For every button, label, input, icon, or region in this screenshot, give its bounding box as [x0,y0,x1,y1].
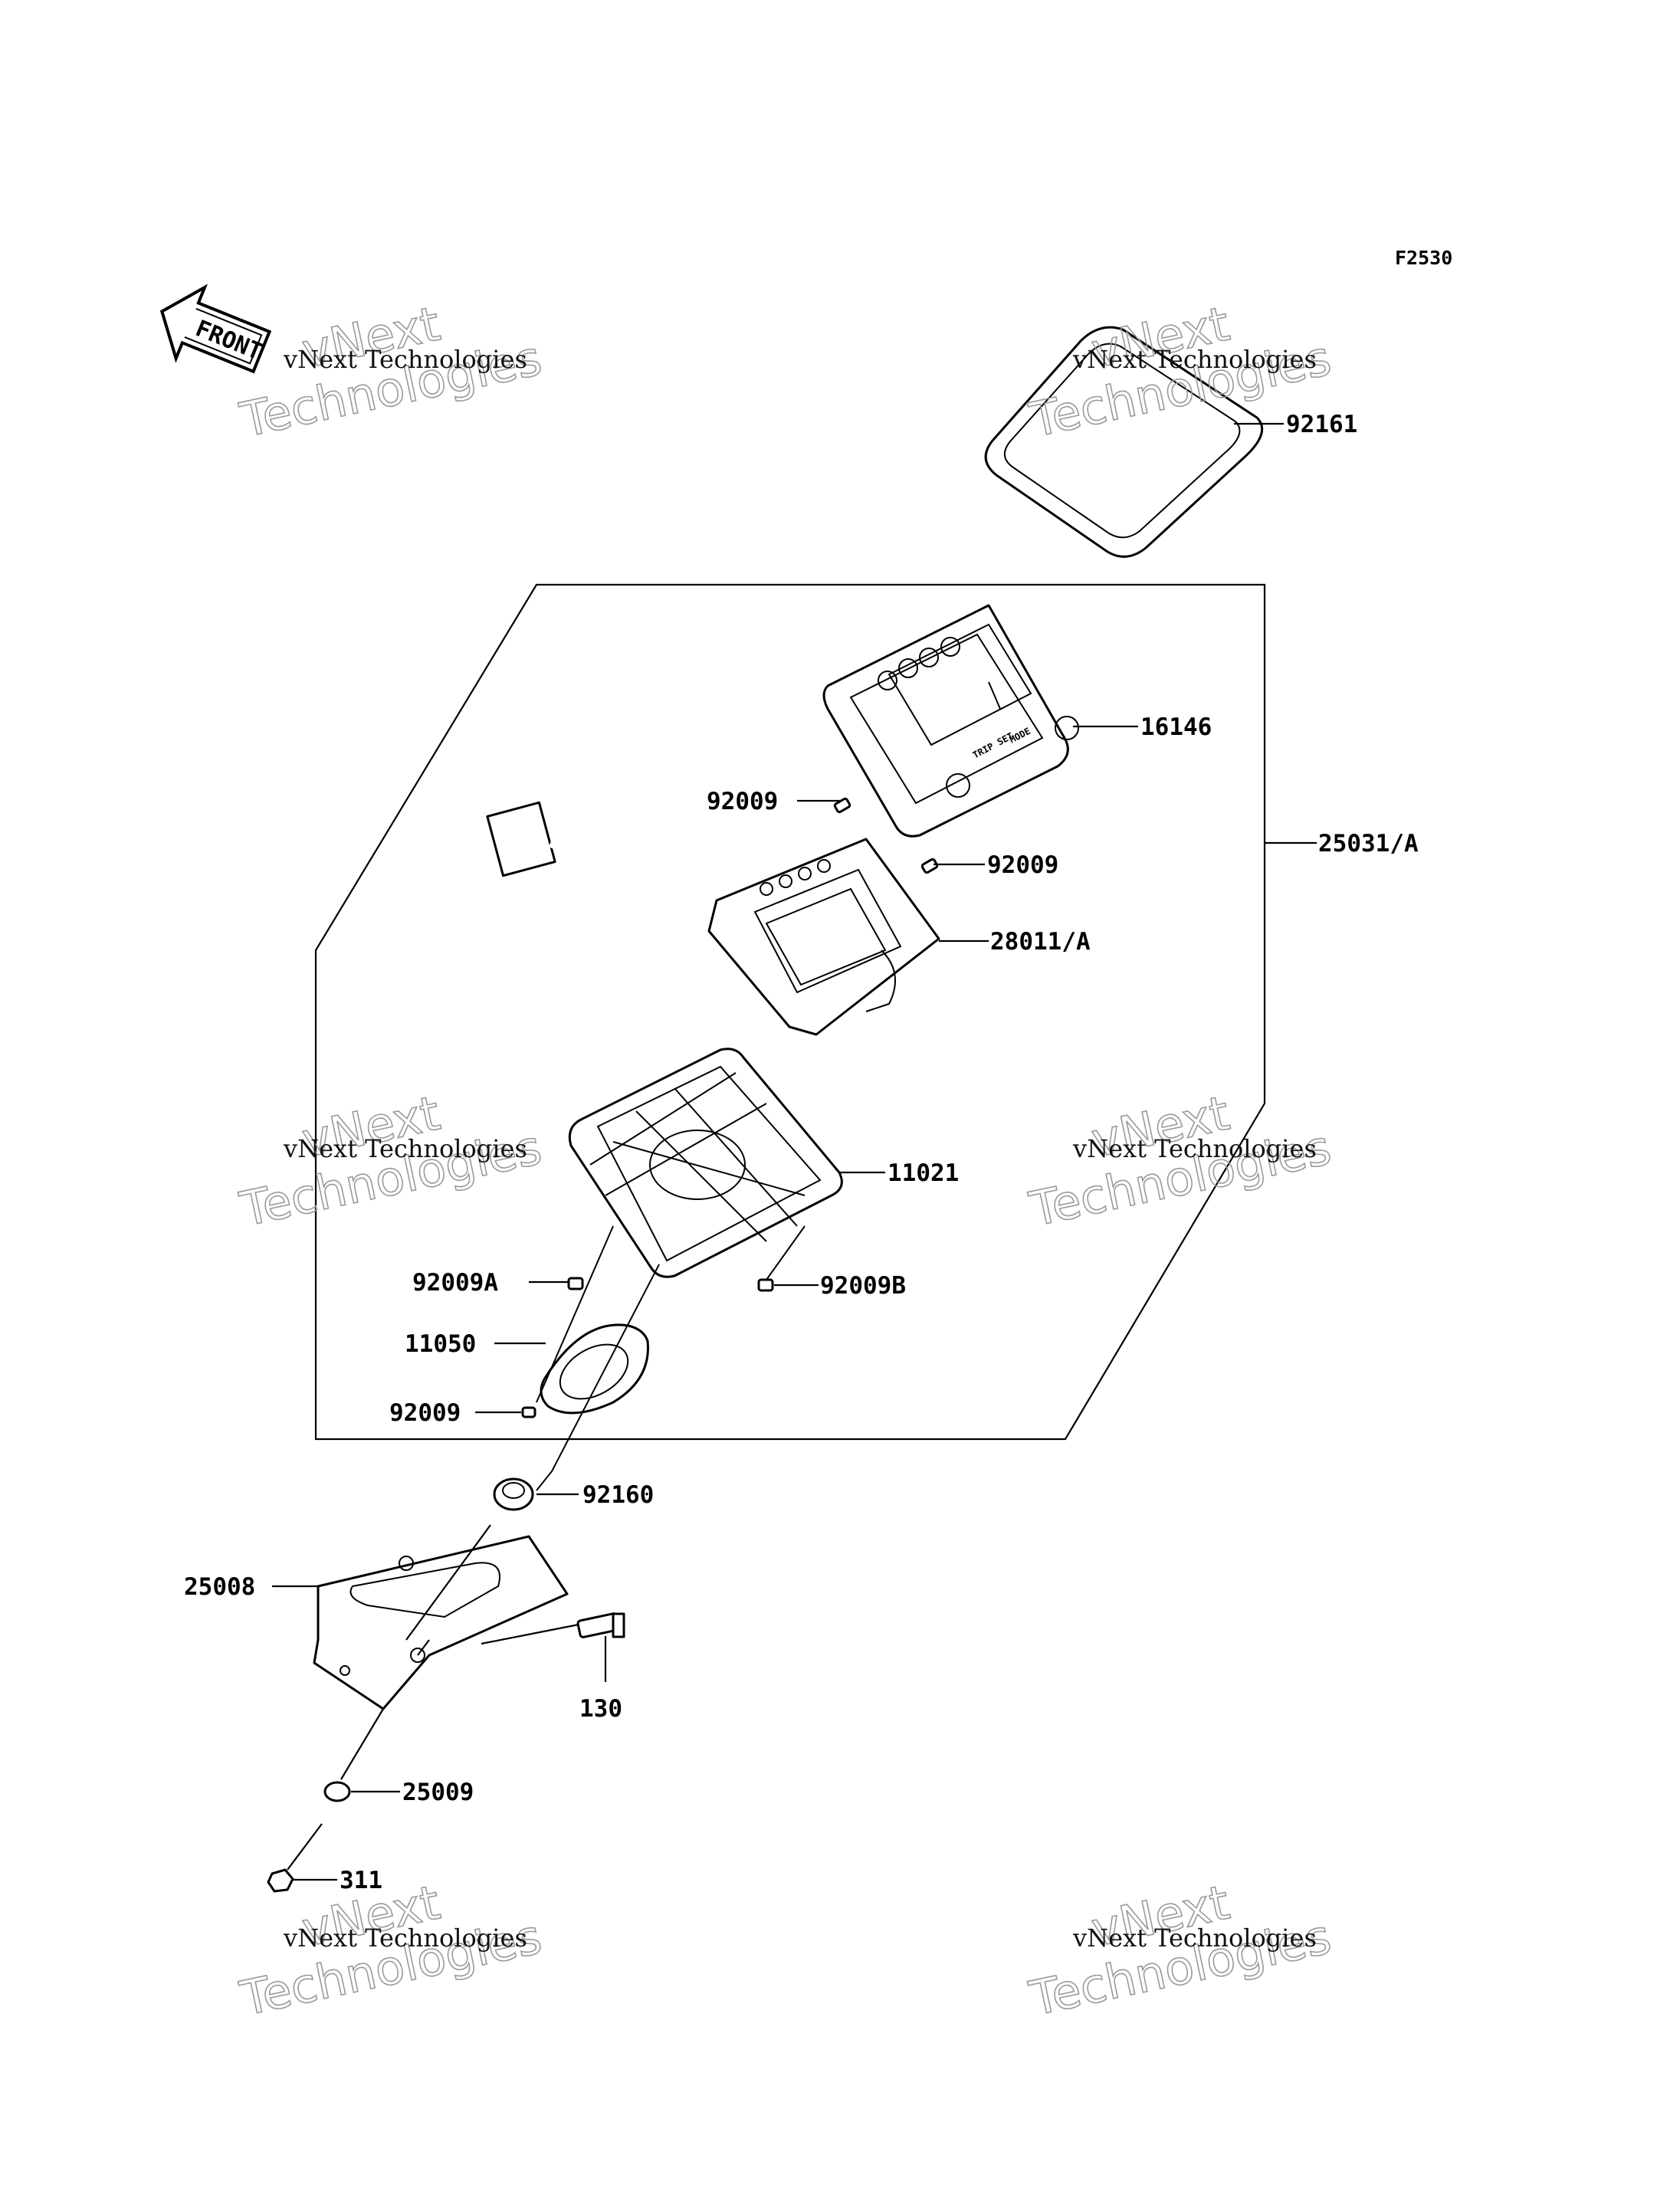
nut-icon [267,1868,294,1893]
part-25008-bracket [313,1535,569,1710]
bolt-icon [576,1612,625,1638]
svg-text:vNext Technologies: vNext Technologies [283,345,527,374]
label-92161: 92161 [1286,411,1357,438]
part-16146-meter-cover: TRIP SET MODE [822,604,1079,838]
label-311: 311 [340,1867,382,1894]
figure-id: F2530 [1395,247,1452,269]
part-92161-rim [984,326,1264,558]
part-28011A-meter-unit [486,801,940,1036]
part-11021-case [568,1048,843,1278]
washer-icon [323,1781,351,1802]
svg-text:vNext Technologies: vNext Technologies [283,1134,527,1163]
label-11021: 11021 [888,1159,959,1187]
label-25009: 25009 [402,1779,474,1806]
front-arrow-icon: FRONT [159,284,272,374]
label-25031A: 25031/A [1318,830,1419,857]
label-130: 130 [579,1695,622,1723]
svg-text:vNext Technologies: vNext Technologies [1072,1134,1317,1163]
label-25008: 25008 [184,1573,255,1601]
part-92160-grommet [493,1477,534,1511]
label-92009-upper-left: 92009 [707,788,778,815]
svg-text:vNext Technologies: vNext Technologies [1072,1923,1317,1953]
label-92009-lower: 92009 [389,1399,461,1427]
leader-lines [272,422,1317,1881]
label-16146: 16146 [1140,713,1212,741]
label-11050: 11050 [405,1330,476,1358]
label-92160: 92160 [582,1481,654,1509]
label-28011A: 28011/A [990,928,1091,956]
screw-icon [521,1277,774,1418]
label-92009A: 92009A [412,1269,498,1297]
label-92009B: 92009B [820,1272,906,1300]
assembly-outline [314,583,1266,1441]
svg-text:vNext Technologies: vNext Technologies [1072,345,1317,374]
svg-text:vNext Technologies: vNext Technologies [283,1923,527,1953]
label-92009-upper-right: 92009 [987,851,1058,879]
part-11050-gasket [540,1323,649,1415]
